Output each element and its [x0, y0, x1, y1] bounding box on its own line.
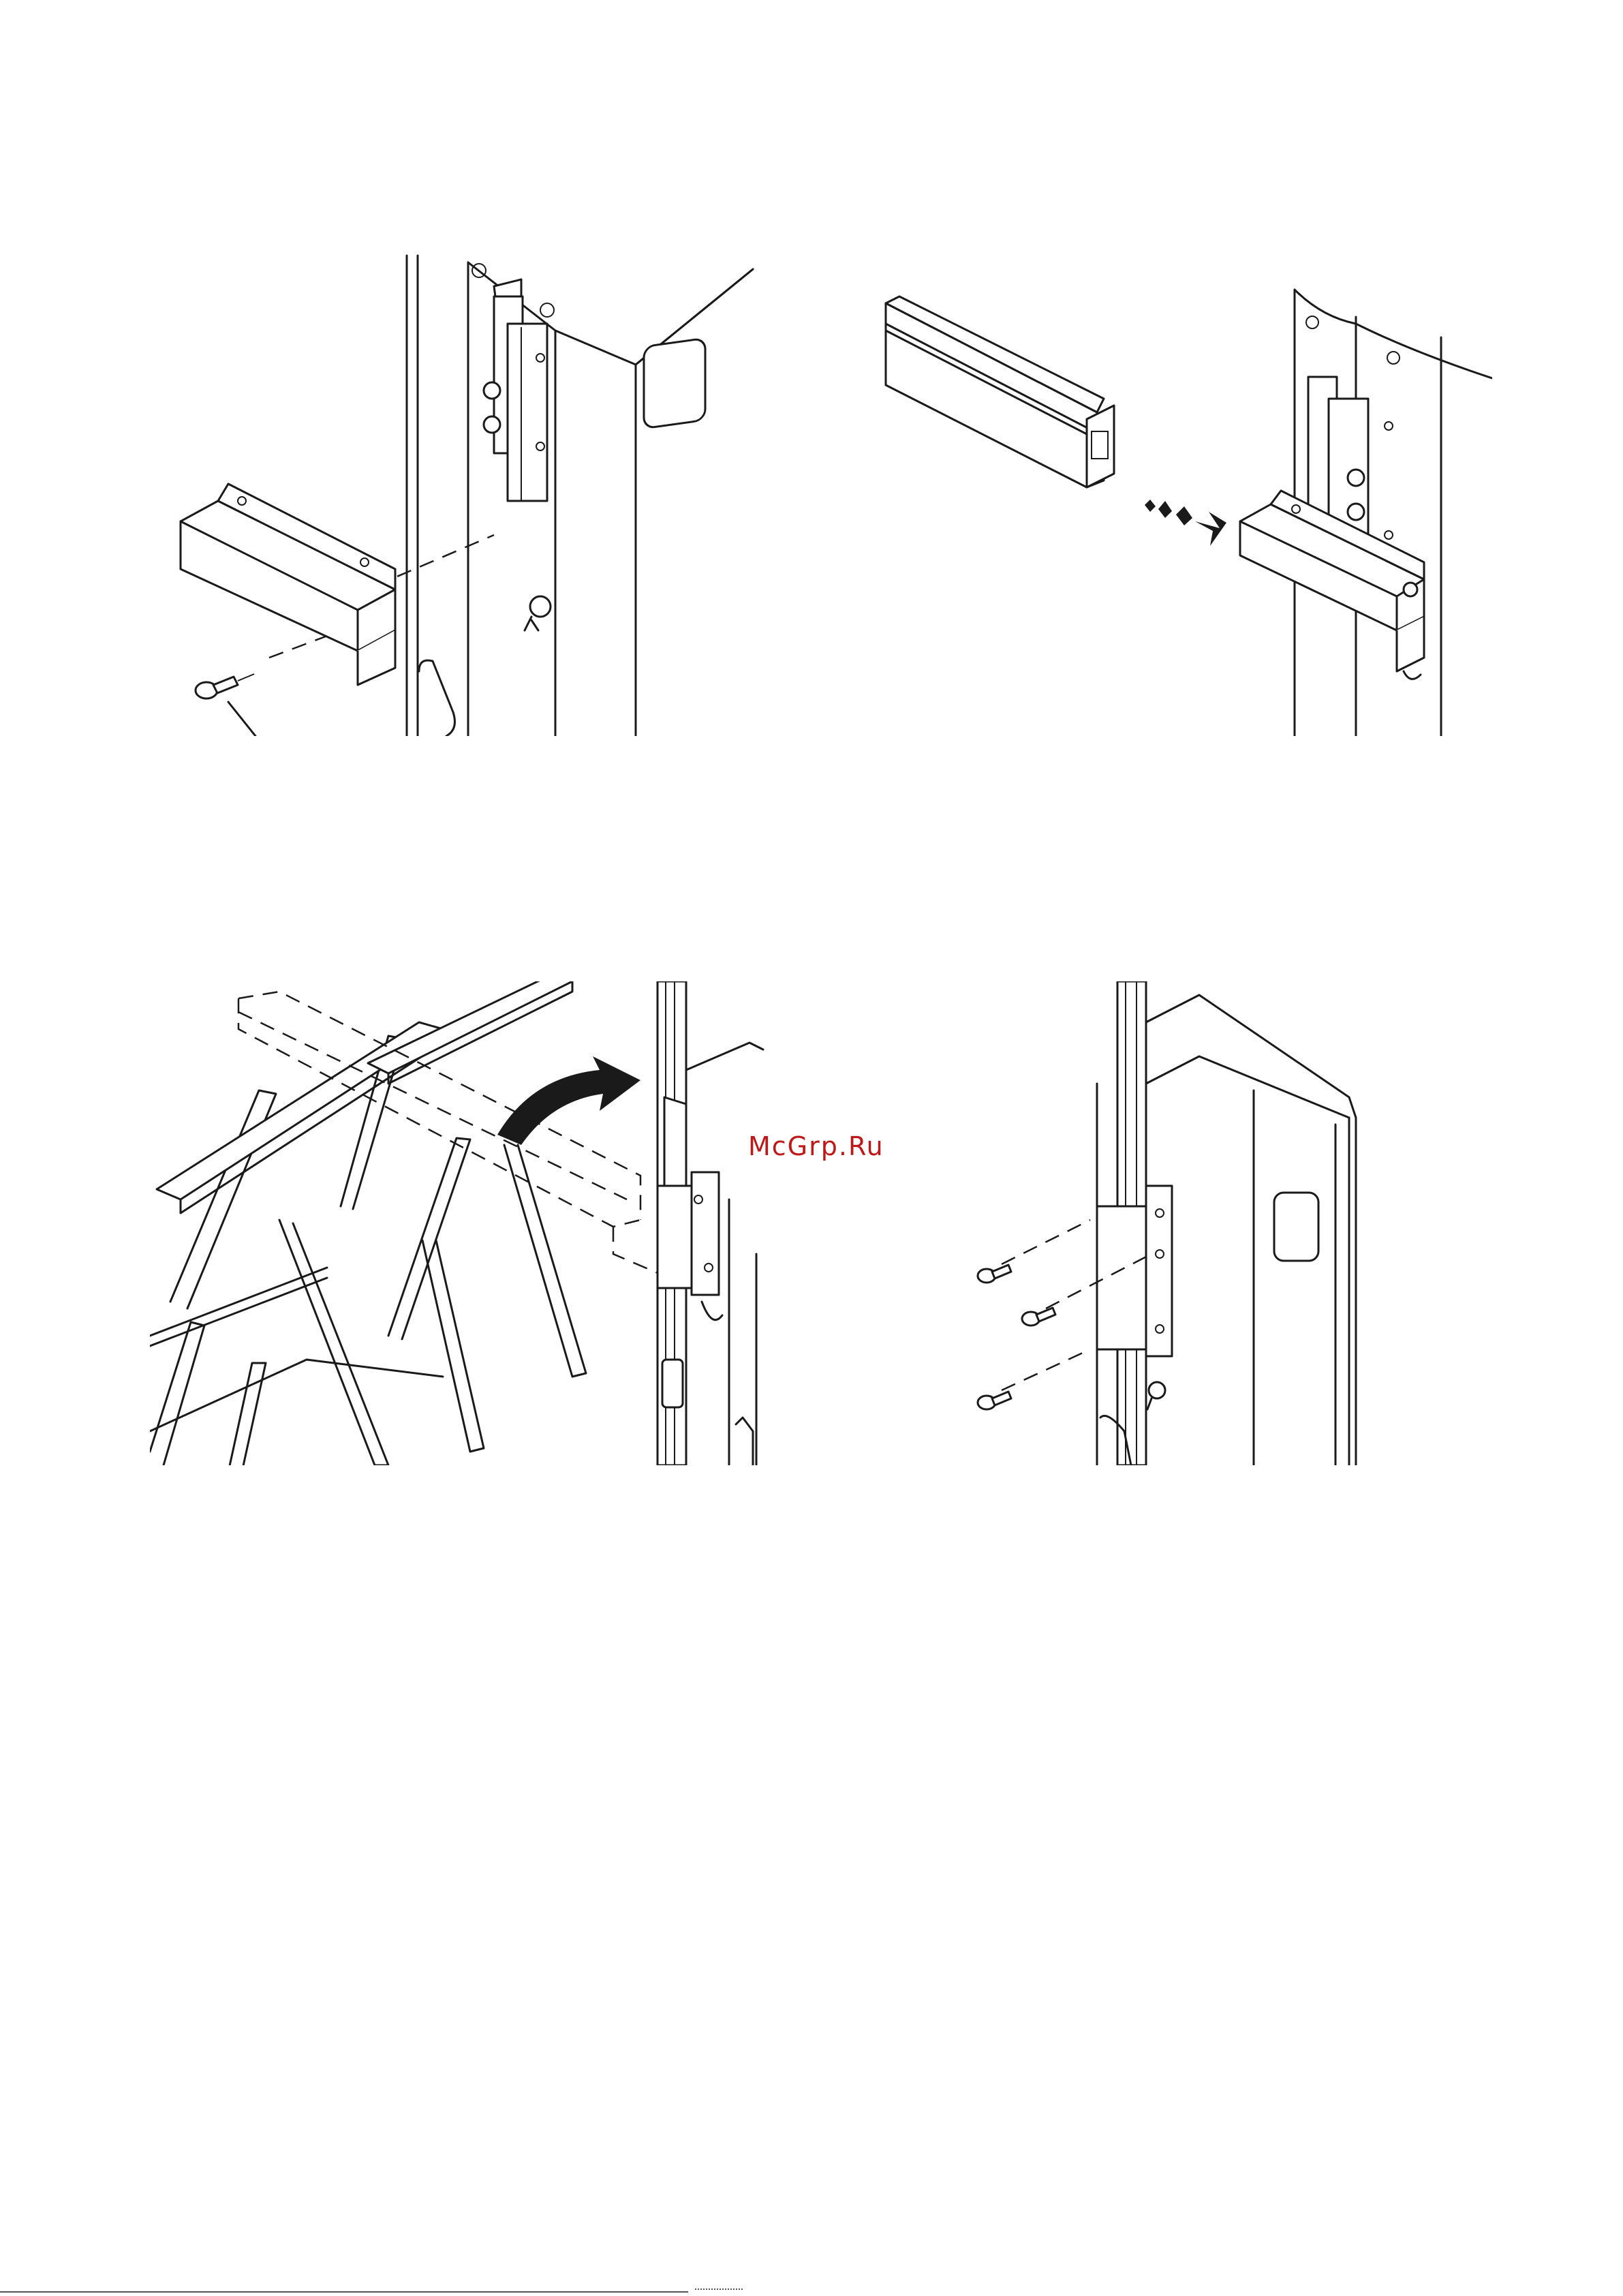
figure-rotate-profile — [150, 981, 859, 1465]
screw-icon — [1022, 1308, 1055, 1326]
figure-bracket-attach — [153, 249, 841, 736]
screw-icon — [978, 1392, 1011, 1409]
figure-fix-screws — [968, 981, 1390, 1465]
footer-rule — [0, 2291, 688, 2293]
curved-arrow-icon — [497, 1056, 640, 1145]
rotate-profile-illustration — [150, 981, 859, 1465]
footer-mark — [695, 2289, 743, 2294]
figure-slide-profile — [879, 276, 1492, 736]
dashed-arrow-right-down-icon — [1145, 500, 1226, 546]
screw-icon — [978, 1265, 1011, 1283]
watermark-text: McGrp.Ru — [748, 1131, 884, 1161]
screw-icon — [196, 674, 254, 699]
bracket-attach-illustration — [153, 249, 841, 736]
slide-profile-illustration — [879, 276, 1492, 736]
fix-screws-illustration — [968, 981, 1390, 1465]
